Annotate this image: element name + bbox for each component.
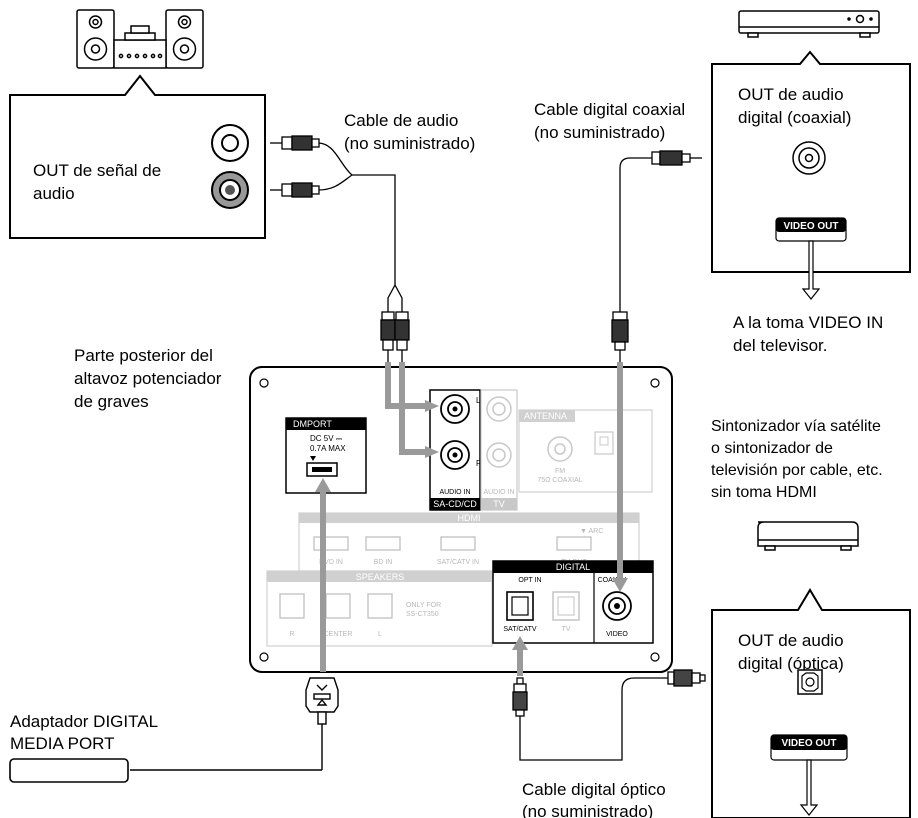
tuner-device-icon xyxy=(757,521,859,551)
audio-out-callout: OUT de señal de audio xyxy=(9,74,266,239)
opt-in-label: OPT IN xyxy=(518,577,541,584)
optical-out-callout: OUT de audio digital (óptica) VIDEO OUT xyxy=(711,588,911,818)
l-label: L xyxy=(476,396,481,405)
video-device-icon xyxy=(738,10,880,38)
subwoofer-label-1: Parte posterior del xyxy=(74,346,213,365)
coax-plug-right xyxy=(651,150,702,166)
sacd-label: SA-CD/CD xyxy=(433,499,477,509)
optical-cable-label-2: (no suministrado) xyxy=(522,802,653,818)
arrow-down-2 xyxy=(799,759,819,816)
opt-tv-label: TV xyxy=(562,626,571,633)
dmport-adapter-box xyxy=(9,758,129,783)
optical-plug-bottom xyxy=(512,677,528,717)
audio-out-label-1: OUT de señal de xyxy=(33,161,161,180)
r-label: R xyxy=(476,459,482,468)
rca-plug-white-left xyxy=(270,135,320,151)
dc-rating-2: 0.7A MAX xyxy=(310,444,346,453)
dmport-adapter-label-2: MEDIA PORT xyxy=(10,734,115,753)
arrow-down-1 xyxy=(801,240,821,300)
tv-video-in-label-1: A la toma VIDEO IN xyxy=(733,313,883,332)
tuner-label-2: o sintonizador de xyxy=(711,440,833,457)
optical-out-label-1: OUT de audio xyxy=(738,631,844,650)
coax-plug-bottom xyxy=(611,311,629,362)
tuner-label-4: sin toma HDMI xyxy=(711,484,817,501)
speaker-l: L xyxy=(378,631,382,638)
stereo-system-icon xyxy=(76,9,204,69)
rca-plug-red-left xyxy=(270,182,320,198)
hdmi-label: HDMI xyxy=(458,513,481,523)
tuner-label-3: televisión por cable, etc. xyxy=(711,462,883,479)
video-out-badge-1-label: VIDEO OUT xyxy=(783,221,838,232)
optical-cable xyxy=(519,677,668,761)
tv-video-in-label-2: del televisor. xyxy=(733,336,828,355)
speaker-center: CENTER xyxy=(324,631,353,638)
video-out-badge-2-label: VIDEO OUT xyxy=(781,738,836,749)
coax-out-label-2: digital (coaxial) xyxy=(738,108,851,127)
digital-label: DIGITAL xyxy=(556,562,590,572)
audio-cable xyxy=(317,142,403,312)
coax-out-callout: OUT de audio digital (coaxial) VIDEO OUT xyxy=(711,50,911,273)
speakers-label: SPEAKERS xyxy=(356,572,405,582)
coax-out-label-1: OUT de audio xyxy=(738,85,844,104)
dmport-label: DMPORT xyxy=(293,419,332,429)
subwoofer-label-3: de graves xyxy=(74,392,149,411)
rear-panel: DMPORT DC 5V ⎓ 0.7A MAX SA-CD/CD L R AUD… xyxy=(249,366,673,673)
optical-cable-label-1: Cable digital óptico xyxy=(522,780,666,799)
only-for-2: SS-CT350 xyxy=(406,611,439,618)
video-label: VIDEO xyxy=(606,631,628,638)
antenna-label: ANTENNA xyxy=(524,411,567,421)
audio-in-tv-label: AUDIO IN xyxy=(483,489,514,496)
fm-coax-label: 75Ω COAXIAL xyxy=(537,477,582,484)
optical-out-label-2: digital (óptica) xyxy=(738,654,844,673)
hdmi-port-dvd: DVD IN xyxy=(319,559,343,566)
hdmi-port-sat: SAT/CATV IN xyxy=(437,559,479,566)
speaker-r: R xyxy=(289,631,294,638)
fm-label: FM xyxy=(555,468,565,475)
audio-out-label-2: audio xyxy=(33,184,75,203)
coax-in-label: COAX IN xyxy=(598,577,627,584)
audio-in-label: AUDIO IN xyxy=(439,489,470,496)
optical-plug-right xyxy=(667,669,706,687)
dc-rating-1: DC 5V ⎓ xyxy=(310,434,343,443)
tv-audio-label: TV xyxy=(493,499,505,509)
rca-plug-white-bottom xyxy=(380,311,396,362)
coax-cable-label-2: (no suministrado) xyxy=(534,123,665,142)
subwoofer-label-2: altavoz potenciador xyxy=(74,369,222,388)
coax-cable-label-1: Cable digital coaxial xyxy=(534,100,685,119)
audio-cable-label-1: Cable de audio xyxy=(344,111,458,130)
arc-label: ▼ ARC xyxy=(580,528,603,535)
dmport-connector xyxy=(130,677,339,771)
rca-plug-red-bottom xyxy=(394,311,410,362)
connection-arrows xyxy=(315,362,628,676)
only-for-1: ONLY FOR xyxy=(406,602,441,609)
tuner-label-1: Sintonizador vía satélite xyxy=(711,418,881,435)
hdmi-port-bd: BD IN xyxy=(374,559,393,566)
coax-cable xyxy=(619,157,652,312)
dmport-adapter-label-1: Adaptador DIGITAL xyxy=(10,712,158,731)
audio-cable-label-2: (no suministrado) xyxy=(344,134,475,153)
sat-catv-label: SAT/CATV xyxy=(503,626,537,633)
